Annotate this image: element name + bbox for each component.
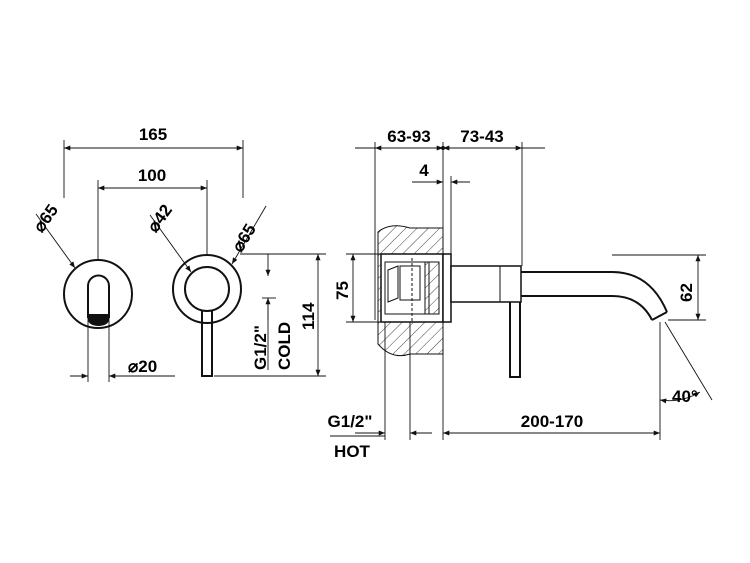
- dim-dia-20-label: 20: [138, 357, 157, 376]
- dim-62-label: 62: [677, 283, 696, 302]
- svg-text:⌀20: ⌀20: [128, 357, 157, 376]
- dim-dia-20: ⌀20: [70, 318, 175, 382]
- dim-73-43-label: 73-43: [460, 127, 503, 146]
- handle-plate-circle: [172, 254, 242, 324]
- dim-200-170-label: 200-170: [521, 412, 583, 431]
- dim-114: 114: [214, 253, 326, 377]
- svg-text:G1/2": G1/2": [251, 325, 270, 370]
- handle-hub-circle: [184, 266, 230, 312]
- dim-114-label: 114: [299, 302, 318, 330]
- dim-dia-65-right: ⌀65: [228, 205, 267, 265]
- dim-75-label: 75: [333, 281, 352, 300]
- wall-plate: [442, 253, 452, 323]
- spout-top-line: [521, 271, 668, 313]
- diameter-symbol: ⌀: [128, 357, 139, 376]
- dim-75: 75: [333, 253, 381, 323]
- dim-62: 62: [612, 254, 706, 321]
- dim-165: 165: [63, 125, 244, 198]
- spout-outlet: [88, 314, 109, 326]
- dim-4-label: 4: [419, 161, 429, 180]
- handle-lever: [201, 311, 213, 377]
- dim-165-label: 165: [139, 125, 167, 144]
- dim-cold-label: COLD: [275, 322, 294, 370]
- dim-63-93-label: 63-93: [387, 127, 430, 146]
- svg-text:⌀65: ⌀65: [228, 220, 260, 255]
- dim-angle-40-label: 40°: [672, 387, 698, 406]
- dim-cold-thread-label: G1/2": [251, 325, 270, 370]
- spout-plate-view: [63, 259, 133, 329]
- dim-cold-connection: G1/2" COLD: [251, 253, 294, 370]
- dim-4: 4: [412, 161, 470, 254]
- dim-100-label: 100: [138, 166, 166, 185]
- dim-hot-label: HOT: [334, 442, 371, 461]
- dim-200-170: 200-170: [443, 412, 660, 436]
- dim-dia-42: ⌀42: [144, 201, 192, 273]
- side-lever: [509, 302, 521, 378]
- svg-text:⌀42: ⌀42: [144, 201, 177, 236]
- spout-bottom-line: [521, 295, 653, 321]
- dim-angle-40: 40°: [659, 321, 713, 440]
- dim-dia-65-left: ⌀65: [30, 201, 76, 269]
- side-section-view: [377, 225, 668, 378]
- dim-hot-thread-label: G1/2": [328, 412, 373, 431]
- dim-63-93: 63-93 73-43: [355, 127, 545, 440]
- dim-100: 100: [97, 166, 208, 260]
- spout-tube: [87, 286, 110, 318]
- dim-hot-connection: G1/2" HOT: [328, 322, 432, 461]
- svg-text:⌀65: ⌀65: [30, 201, 63, 236]
- handle-body: [450, 265, 522, 303]
- handle-plate-view: [172, 254, 242, 377]
